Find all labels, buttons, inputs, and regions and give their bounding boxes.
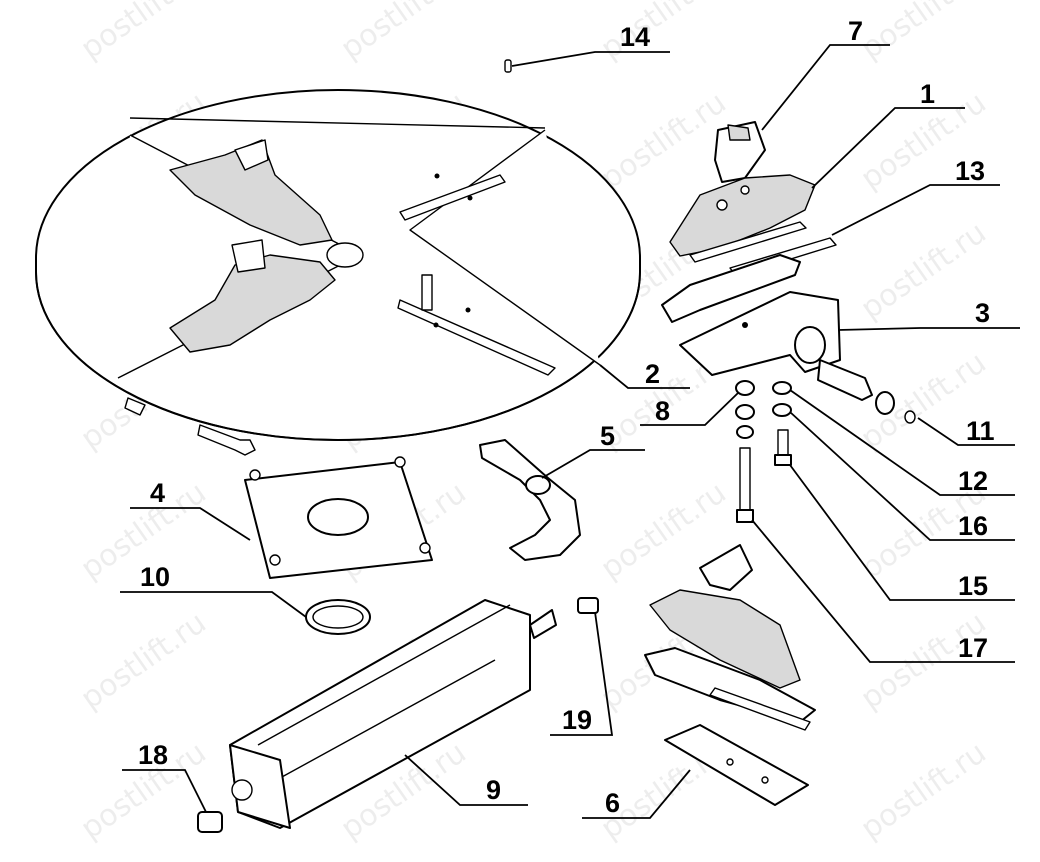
washers-8 bbox=[735, 380, 755, 439]
watermark-text: postlift.ru bbox=[855, 735, 993, 846]
callout-2: 2 bbox=[645, 359, 660, 389]
callout-17: 17 bbox=[958, 633, 988, 663]
callout-18: 18 bbox=[138, 740, 168, 770]
callout-5: 5 bbox=[600, 421, 615, 451]
watermark-text: postlift.ru bbox=[75, 605, 213, 716]
watermark-text: postlift.ru bbox=[595, 85, 733, 196]
callout-12: 12 bbox=[958, 466, 988, 496]
callout-16: 16 bbox=[958, 511, 988, 541]
arm-assembly-lower bbox=[644, 544, 816, 806]
callout-15: 15 bbox=[958, 571, 988, 601]
watermark-text: postlift.ru bbox=[335, 0, 473, 67]
watermark-text: postlift.ru bbox=[595, 0, 733, 67]
callout-labels: 14 7 1 13 3 2 8 5 11 12 16 15 17 4 10 19… bbox=[138, 16, 995, 818]
callout-8: 8 bbox=[655, 396, 670, 426]
turntable-disc bbox=[35, 89, 641, 456]
callout-14: 14 bbox=[620, 22, 650, 52]
base-plate-4 bbox=[244, 456, 433, 579]
leader-lines bbox=[120, 44, 1020, 819]
bolt-15 bbox=[774, 429, 792, 466]
callout-7: 7 bbox=[848, 16, 863, 46]
watermark-text: postlift.ru bbox=[855, 0, 993, 67]
callout-9: 9 bbox=[486, 775, 501, 805]
plates-13 bbox=[661, 221, 837, 323]
callout-13: 13 bbox=[955, 156, 985, 186]
pin-14 bbox=[504, 59, 512, 73]
watermark-text: postlift.ru bbox=[855, 215, 993, 326]
watermark-text: postlift.ru bbox=[75, 0, 213, 67]
cylinder-9 bbox=[229, 599, 557, 829]
callout-11: 11 bbox=[966, 416, 995, 446]
lever-5 bbox=[479, 439, 581, 561]
bolt-17 bbox=[736, 447, 754, 523]
fitting-19 bbox=[577, 597, 599, 614]
ring-10 bbox=[305, 599, 371, 635]
callout-4: 4 bbox=[150, 478, 165, 508]
callout-1: 1 bbox=[920, 79, 935, 109]
callout-10: 10 bbox=[140, 562, 170, 592]
fitting-18 bbox=[197, 811, 223, 833]
washers-12-16 bbox=[772, 381, 792, 417]
yoke-bracket-3 bbox=[679, 291, 916, 424]
callout-19: 19 bbox=[562, 705, 592, 735]
callout-6: 6 bbox=[605, 788, 620, 818]
callout-3: 3 bbox=[975, 298, 990, 328]
arm-pad-7 bbox=[714, 121, 766, 183]
